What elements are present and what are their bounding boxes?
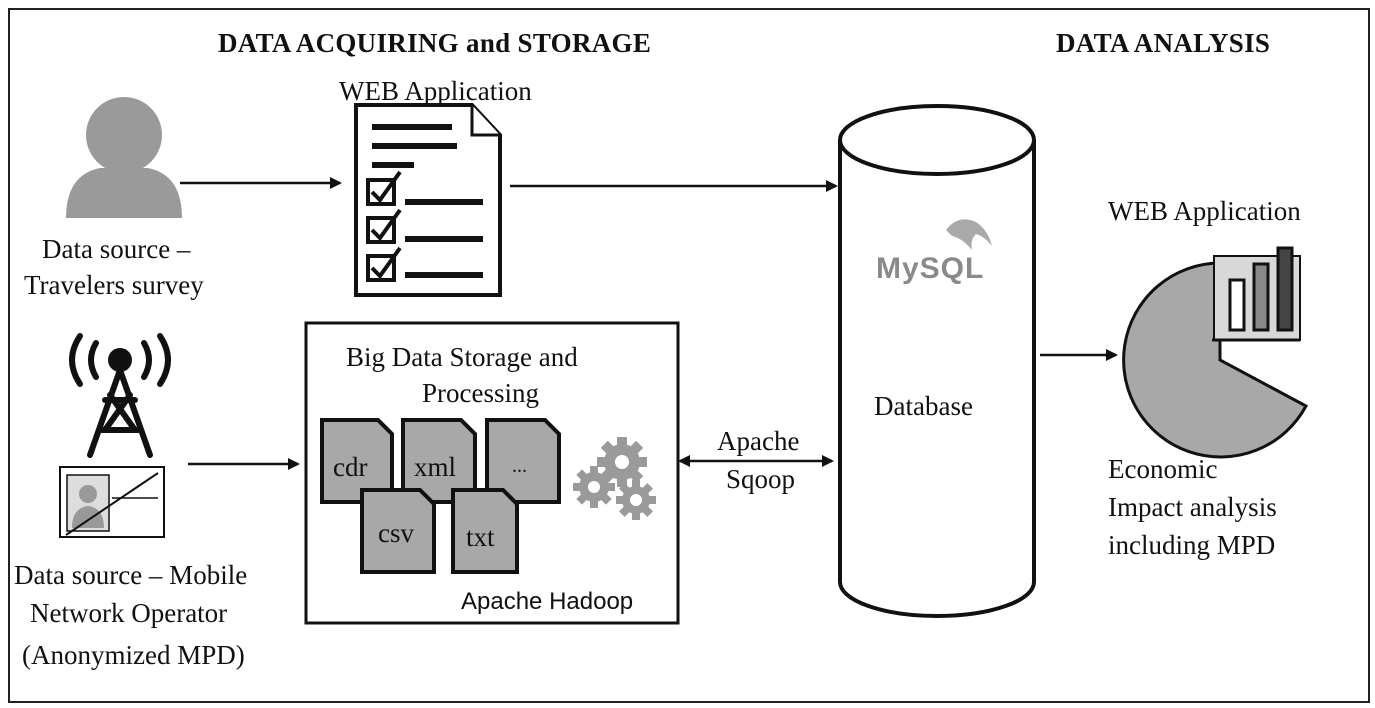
file-label-cdr: cdr bbox=[333, 452, 368, 482]
cell-tower-icon bbox=[69, 333, 171, 458]
sqoop-label-line2: Sqoop bbox=[726, 464, 796, 494]
mobile-source-line1: Data source – Mobile bbox=[14, 560, 248, 590]
hadoop-title-line1: Big Data Storage and bbox=[346, 342, 578, 372]
survey-source-line1: Data source – bbox=[42, 234, 191, 264]
sqoop-label-line1: Apache bbox=[717, 426, 800, 456]
hadoop-title-line2: Processing bbox=[422, 378, 539, 408]
file-label-ellipsis: ... bbox=[512, 455, 527, 477]
analysis-result-line2: Impact analysis bbox=[1108, 492, 1277, 522]
hadoop-box bbox=[304, 321, 680, 625]
heading-data-acquiring: DATA ACQUIRING and STORAGE bbox=[218, 28, 652, 58]
mysql-dolphin-icon bbox=[946, 219, 992, 250]
survey-source-line2: Travelers survey bbox=[24, 270, 204, 300]
id-card-icon bbox=[59, 466, 165, 538]
file-label-xml: xml bbox=[414, 452, 457, 482]
web-app-output-label: WEB Application bbox=[1108, 196, 1301, 226]
file-icon-txt bbox=[451, 488, 519, 574]
database-cylinder bbox=[838, 104, 1036, 618]
gears-icon bbox=[573, 437, 656, 520]
mysql-logo-text: MySQL bbox=[876, 252, 985, 285]
file-icon-cdr bbox=[320, 418, 394, 504]
file-label-txt: txt bbox=[466, 522, 495, 552]
file-label-csv: csv bbox=[378, 518, 414, 548]
analysis-result-line1: Economic bbox=[1108, 454, 1218, 484]
pie-bar-chart-icon bbox=[1122, 246, 1309, 459]
mobile-source-line3: (Anonymized MPD) bbox=[22, 640, 245, 670]
heading-data-analysis: DATA ANALYSIS bbox=[1056, 28, 1271, 58]
hadoop-footer-label: Apache Hadoop bbox=[461, 588, 634, 615]
database-label: Database bbox=[874, 391, 973, 421]
analysis-result-line3: including MPD bbox=[1108, 530, 1276, 560]
checklist-document-icon bbox=[354, 103, 502, 297]
web-app-input-label: WEB Application bbox=[339, 76, 532, 106]
diagram-frame bbox=[8, 8, 1370, 703]
file-icon-csv bbox=[360, 488, 436, 574]
person-icon bbox=[66, 97, 182, 218]
mobile-source-line2: Network Operator bbox=[30, 598, 228, 628]
